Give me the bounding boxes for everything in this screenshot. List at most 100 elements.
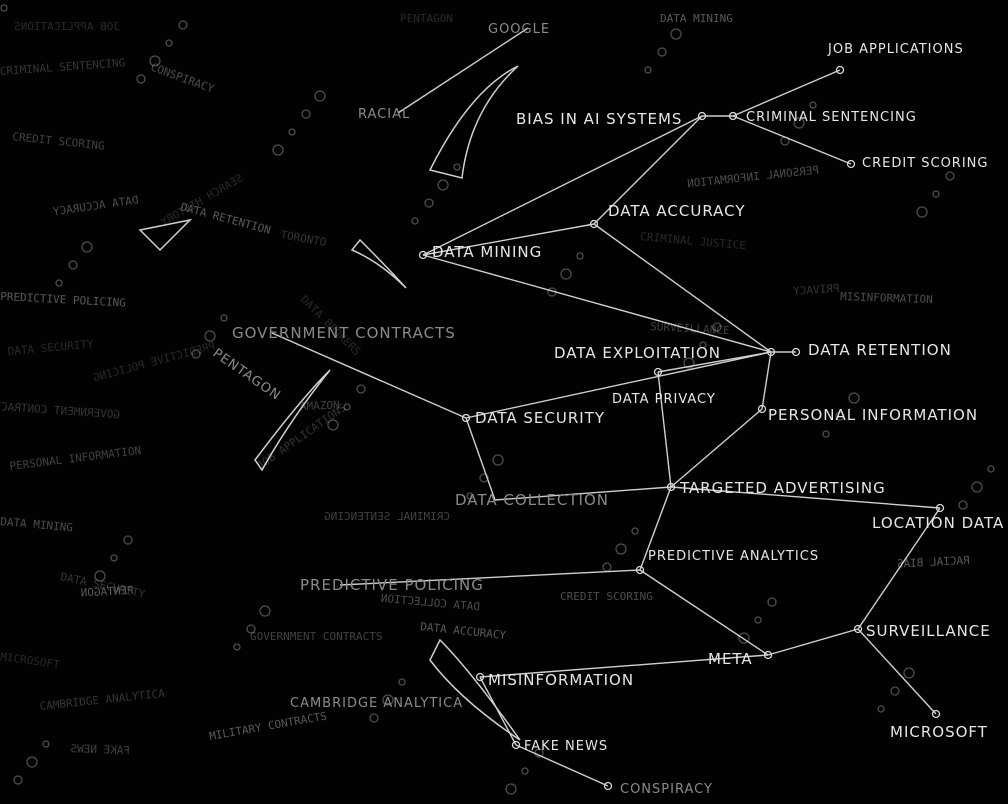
node-label: DATA PRIVACY xyxy=(612,392,716,407)
node-data-security: DATA SECURITY xyxy=(461,409,605,427)
background-dot xyxy=(204,330,216,342)
node-data-accuracy: DATA ACCURACY xyxy=(589,202,745,229)
edge-criminal-sentencing-job-applications xyxy=(732,69,841,117)
background-dot xyxy=(657,47,667,57)
node-location-data: LOCATION DATA xyxy=(872,503,1004,532)
node-racial: RACIAL xyxy=(358,107,410,122)
edge-bias-ai-data-accuracy xyxy=(593,115,703,225)
node-label: FAKE NEWS xyxy=(524,739,608,754)
background-dot xyxy=(26,756,38,768)
node-label: MISINFORMATION xyxy=(488,671,634,689)
node-label: CONSPIRACY xyxy=(620,782,713,797)
node-data-mining: DATA MINING xyxy=(418,243,541,261)
node-label: GOVERNMENT CONTRACTS xyxy=(232,324,456,342)
node-label: PREDICTIVE ANALYTICS xyxy=(648,549,819,564)
node-label: LOCATION DATA xyxy=(872,514,1004,532)
background-scribble: CRIMINAL SENTENCING xyxy=(324,510,450,523)
edge-data-accuracy-data-exploitation xyxy=(593,223,772,353)
node-dot xyxy=(853,624,863,634)
background-dot xyxy=(631,527,639,535)
background-dot xyxy=(835,411,845,421)
background-scribble: MISINFORMATION xyxy=(840,290,933,306)
background-dot xyxy=(136,74,146,84)
background-dot xyxy=(123,535,133,545)
node-dot xyxy=(666,482,676,492)
node-label: DATA SECURITY xyxy=(475,409,605,427)
edge-surveillance-microsoft xyxy=(857,628,937,715)
node-dot xyxy=(757,404,767,414)
background-dot xyxy=(220,314,228,322)
background-dot xyxy=(411,217,419,225)
node-conspiracy: CONSPIRACY xyxy=(603,781,713,797)
node-label: RACIAL xyxy=(358,107,410,122)
background-dot xyxy=(683,357,695,369)
node-google: GOOGLE xyxy=(488,22,549,37)
background-dot xyxy=(246,624,256,634)
background-dot xyxy=(560,268,572,280)
node-data-exploitation: DATA EXPLOITATION xyxy=(554,344,776,362)
node-label: CRIMINAL SENTENCING xyxy=(746,110,917,125)
background-dot xyxy=(615,543,627,555)
node-data-privacy: DATA PRIVACY xyxy=(612,367,716,407)
background-dot xyxy=(822,430,830,438)
node-predictive-policing: PREDICTIVE POLICING xyxy=(300,576,483,594)
background-scribble: AMAZON xyxy=(300,399,340,413)
node-cambridge-analytica: CAMBRIDGE ANALYTICA xyxy=(290,696,462,711)
node-dot xyxy=(635,565,645,575)
background-dot xyxy=(178,20,188,30)
background-dot xyxy=(0,4,8,12)
background-dot xyxy=(382,694,394,706)
background-dot xyxy=(521,767,529,775)
edge-data-exploitation-data-privacy xyxy=(657,351,772,373)
edge-bias-ai-data-mining xyxy=(422,115,703,256)
background-dot xyxy=(738,632,750,644)
background-dot xyxy=(369,713,379,723)
background-dot xyxy=(793,117,805,129)
node-dot xyxy=(835,65,845,75)
node-dot xyxy=(603,781,613,791)
background-dot xyxy=(809,101,817,109)
background-dot xyxy=(55,279,63,287)
edge-data-exploitation-personal-information xyxy=(761,351,772,410)
background-dot xyxy=(576,252,584,260)
background-dot xyxy=(699,341,707,349)
background-dot xyxy=(110,554,118,562)
background-dot xyxy=(754,616,762,624)
node-label: DATA COLLECTION xyxy=(455,491,609,509)
node-data-retention: DATA RETENTION xyxy=(791,341,951,359)
edge-fake-news-conspiracy xyxy=(515,744,609,787)
edge-predictive-analytics-predictive-policing xyxy=(339,569,641,586)
background-dot xyxy=(916,206,928,218)
background-scribble: PENTAGON xyxy=(400,12,453,25)
node-personal-information: PERSONAL INFORMATION xyxy=(757,404,977,424)
edge-personal-information-targeted-advertising xyxy=(670,408,763,488)
background-dot xyxy=(479,473,489,483)
edge-location-data-surveillance xyxy=(857,507,941,630)
background-scribble: FAKE NEWS xyxy=(70,742,130,757)
node-label: BIAS IN AI SYSTEMS xyxy=(516,110,682,128)
background-dot xyxy=(505,783,517,795)
node-dot xyxy=(418,250,428,260)
background-dot xyxy=(165,39,173,47)
edge-criminal-sentencing-credit-scoring xyxy=(732,115,852,165)
background-dot xyxy=(932,190,940,198)
background-dot xyxy=(259,605,271,617)
background-dot xyxy=(437,179,449,191)
background-dot xyxy=(890,686,900,696)
node-job-applications: JOB APPLICATIONS xyxy=(827,42,963,75)
edge-misinformation-fake-news xyxy=(479,676,517,746)
edge-meta-misinformation xyxy=(479,654,769,678)
node-misinformation: MISINFORMATION xyxy=(475,671,634,689)
background-dot xyxy=(301,109,311,119)
node-surveillance: SURVEILLANCE xyxy=(853,622,990,640)
background-dot xyxy=(466,492,474,500)
edge-data-mining-data-exploitation xyxy=(422,254,772,353)
background-scribble: DATA MINING xyxy=(0,515,73,534)
edge-targeted-advertising-location-data xyxy=(670,486,941,509)
edge-predictive-analytics-meta xyxy=(639,569,769,656)
background-dot xyxy=(971,481,983,493)
node-pentagon: PENTAGON xyxy=(210,346,284,404)
